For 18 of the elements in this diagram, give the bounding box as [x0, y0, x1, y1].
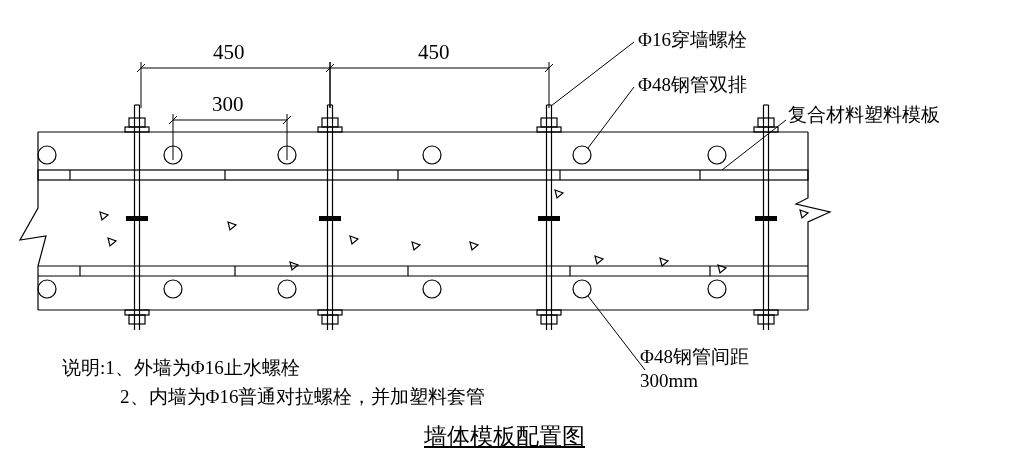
leader-line [587, 295, 646, 371]
steel-pipe [572, 279, 592, 299]
dimension-label: 300 [212, 92, 244, 116]
callout-text: 复合材料塑料模板 [788, 103, 940, 127]
formwork-board [37, 169, 809, 181]
callout-text: Φ48钢管双排 [638, 73, 747, 97]
tie-bolt [536, 104, 562, 331]
callout-text: Φ16穿墙螺栓 [638, 28, 747, 52]
note-text: 2、内墙为Φ16普通对拉螺栓，并加塑料套管 [120, 385, 486, 409]
note-text: 说明:1、外墙为Φ16止水螺栓 [62, 356, 300, 380]
callout-text: Φ48钢管间距300mm [640, 345, 760, 393]
leader-line [550, 41, 635, 107]
dimension-label: 450 [418, 40, 450, 64]
caption: 墙体模板配置图 [424, 424, 585, 449]
leader-line [587, 86, 635, 149]
dimension-label: 450 [213, 40, 245, 64]
steel-pipe [572, 145, 592, 165]
leader-line [721, 119, 787, 171]
